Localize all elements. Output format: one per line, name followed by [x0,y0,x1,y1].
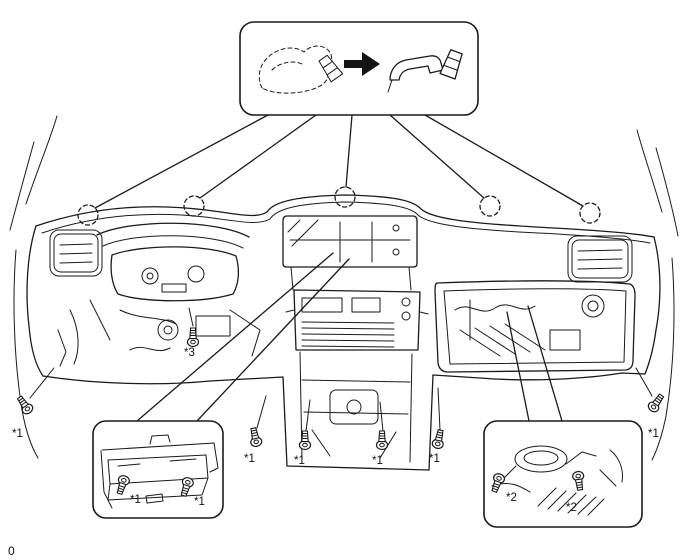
annotation-labels: *1 *3 *1 *1 *1 *1 *1 *1 *1 *2 *2 [12,347,659,514]
clip-location-circle [579,202,601,224]
center-stack-heater [285,289,429,351]
inset-right-callout [483,420,643,528]
screw-label: *1 [429,453,440,465]
right-air-vent [567,235,633,283]
inset-left-callout [92,420,224,519]
screw-label: *1 [244,453,255,465]
glove-box-opening [434,280,636,373]
clip-location-circle [183,195,205,217]
inset-right-bracket-detail [491,445,623,516]
clip-callout-leader-lines [94,114,584,209]
screw-icon [645,391,667,415]
page-number: 0 [8,544,15,558]
center-display-opening [282,215,418,291]
screw-label: *1 [12,428,23,440]
screw-icon [375,430,389,451]
clip-location-circle [479,195,501,217]
screw-label: *1 [648,428,659,440]
left-air-vent [49,229,103,277]
clip-location-circle [77,204,99,226]
screw-leader-lines [29,307,653,432]
screw-icon [186,327,200,348]
lower-console-details [299,351,413,463]
screw-icon [14,393,36,417]
dash-top-edge-outer [35,194,655,238]
screw-label: *2 [506,492,517,504]
screw-icon [247,426,264,449]
clip-location-circle [334,186,356,208]
screw-label: *3 [184,347,195,359]
screw-label: *1 [294,455,305,467]
right-arrow-icon [344,52,380,76]
screw-label: *1 [194,496,205,508]
clip-location-circles [77,186,601,226]
inset-left-box [92,420,224,519]
clip-remover-tool-icon [387,49,463,93]
left-substructure-details [57,299,261,367]
clip-detail-callout [239,21,479,116]
dash-top-edge-inner [41,201,651,244]
screw-label: *1 [130,494,141,506]
dashboard-illustration [26,194,661,471]
inset-left-bracket-detail [100,434,219,509]
inset-leader-lines [136,252,563,422]
screw-icon [430,428,447,451]
instrument-cluster-opening [96,222,250,302]
clip-release-dashed-icon [258,45,344,94]
screw-label: *2 [566,502,577,514]
cabin-pillar-lines [9,115,679,461]
screw-label: *1 [372,455,383,467]
